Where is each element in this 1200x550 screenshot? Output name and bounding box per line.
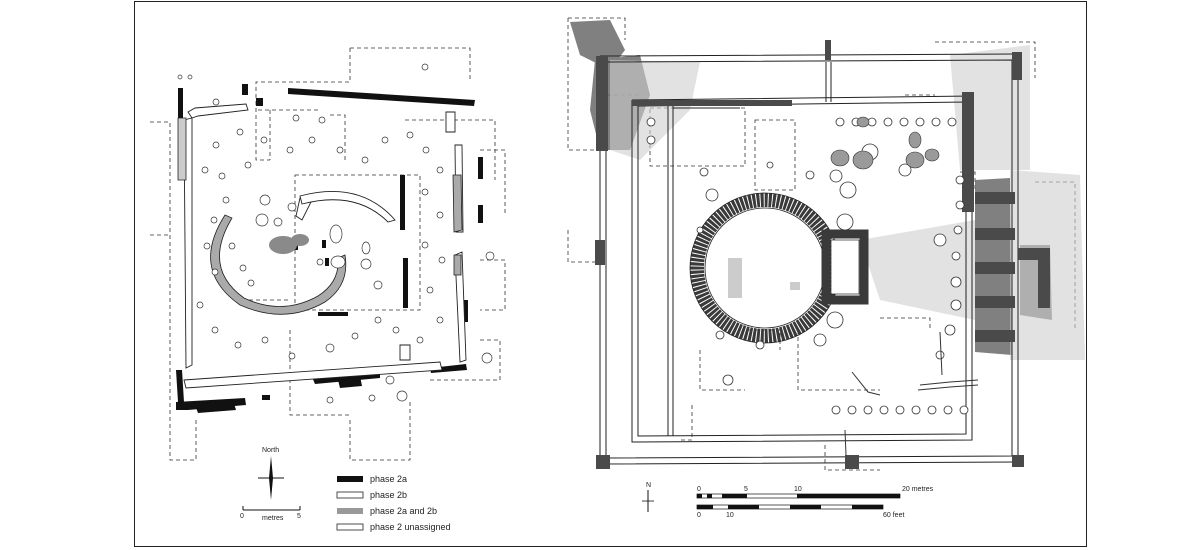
feet-tick-10: 10 (726, 512, 734, 519)
legend-swatch-phase-2a-and-2b (337, 508, 363, 514)
metres-tick-5: 5 (744, 486, 748, 493)
left-legend: phase 2a phase 2b phase 2a and 2b phase … (336, 474, 451, 532)
feet-tick-60: 60 feet (883, 512, 904, 519)
figure-frame (134, 1, 1087, 547)
round-building (689, 192, 869, 344)
phase-2-unassigned-features (177, 63, 495, 404)
legend-swatch-phase-2a (337, 476, 363, 482)
scale-tick-5: 5 (297, 513, 301, 520)
light-stipple (610, 45, 1085, 360)
legend-label-phase-2-unassigned: phase 2 unassigned (370, 522, 451, 532)
right-north-arrow: N (642, 482, 654, 512)
right-site-plan (567, 17, 1085, 471)
scale-tick-0: 0 (240, 513, 244, 520)
metres-tick-10: 10 (794, 486, 802, 493)
metres-scale-bar: 0 5 10 20 metres (696, 486, 934, 499)
wall-rubble-segments (595, 40, 1050, 469)
feet-tick-0: 0 (697, 512, 701, 519)
north-label: North (262, 447, 279, 454)
inner-partitions (667, 62, 832, 436)
legend-label-phase-2b: phase 2b (370, 490, 407, 500)
metres-tick-20: 20 metres (902, 486, 934, 493)
right-scale-bars: 0 5 10 20 metres 0 10 60 feet (696, 486, 934, 519)
excavation-trenches (150, 47, 506, 461)
scale-unit: metres (262, 515, 284, 522)
metres-tick-0: 0 (697, 486, 701, 493)
left-site-plan (150, 47, 506, 461)
grey-pits (830, 116, 940, 170)
legend-swatch-phase-2b (336, 491, 364, 499)
drain-channel (844, 331, 979, 456)
inner-enclosure-wall (631, 95, 973, 443)
legend-label-phase-2a: phase 2a (370, 474, 407, 484)
left-scale-bar: 0 5 metres (240, 506, 301, 522)
left-north-arrow: North (258, 447, 284, 500)
legend-label-phase-2a-and-2b: phase 2a and 2b (370, 506, 437, 516)
right-north-label: N (646, 482, 651, 489)
phase-2a-and-2b-features (177, 117, 463, 315)
feet-scale-bar: 0 10 60 feet (696, 504, 904, 519)
legend-swatch-phase-2-unassigned (336, 523, 364, 531)
